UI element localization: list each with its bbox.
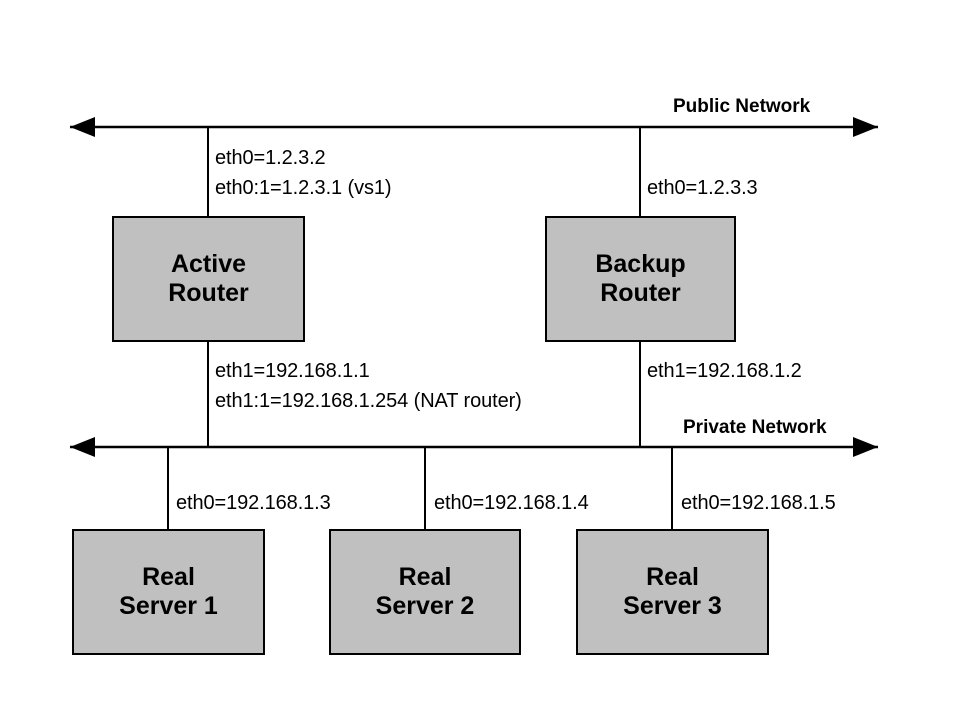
- private-network-arrow-left: [70, 437, 95, 457]
- public-network-arrow-left: [70, 117, 95, 137]
- real-server-3-label-line1: Real: [646, 562, 699, 591]
- real-server-1-eth0-label: eth0=192.168.1.3: [176, 492, 331, 514]
- backup-router-label-line1: Backup: [595, 249, 686, 278]
- real-server-2-eth0-label: eth0=192.168.1.4: [434, 492, 589, 514]
- real-server-3-box[interactable]: Real Server 3: [576, 529, 769, 655]
- active-router-eth0-label: eth0=1.2.3.2: [215, 147, 326, 169]
- private-network-label: Private Network: [683, 417, 827, 438]
- public-network-label: Public Network: [673, 96, 811, 117]
- active-router-eth1-label: eth1=192.168.1.1: [215, 360, 370, 382]
- active-router-label-line1: Active: [170, 249, 247, 278]
- backup-router-eth1-label: eth1=192.168.1.2: [647, 360, 802, 382]
- real-server-1-box[interactable]: Real Server 1: [72, 529, 265, 655]
- real-server-1-label-line2: Server 1: [119, 592, 218, 620]
- real-server-3-eth0-label: eth0=192.168.1.5: [681, 492, 836, 514]
- backup-router-eth0-label: eth0=1.2.3.3: [647, 177, 758, 199]
- public-network-arrow-right: [853, 117, 878, 137]
- real-server-3-label-line2: Server 3: [623, 592, 722, 620]
- real-server-2-label-line2: Server 2: [375, 592, 475, 620]
- real-server-2-label-line1: Real: [398, 562, 452, 591]
- backup-router-label-line2: Router: [600, 279, 681, 307]
- backup-router-box[interactable]: Backup Router: [545, 216, 736, 342]
- active-router-eth0-alias-label: eth0:1=1.2.3.1 (vs1): [215, 177, 392, 199]
- active-router-label-line2: Router: [168, 279, 249, 307]
- private-network-arrow-right: [853, 437, 878, 457]
- real-server-2-box[interactable]: Real Server 2: [329, 529, 521, 655]
- active-router-box[interactable]: Active Router: [112, 216, 305, 342]
- real-server-1-label-line1: Real: [142, 562, 195, 591]
- active-router-eth1-alias-label: eth1:1=192.168.1.254 (NAT router): [215, 390, 522, 412]
